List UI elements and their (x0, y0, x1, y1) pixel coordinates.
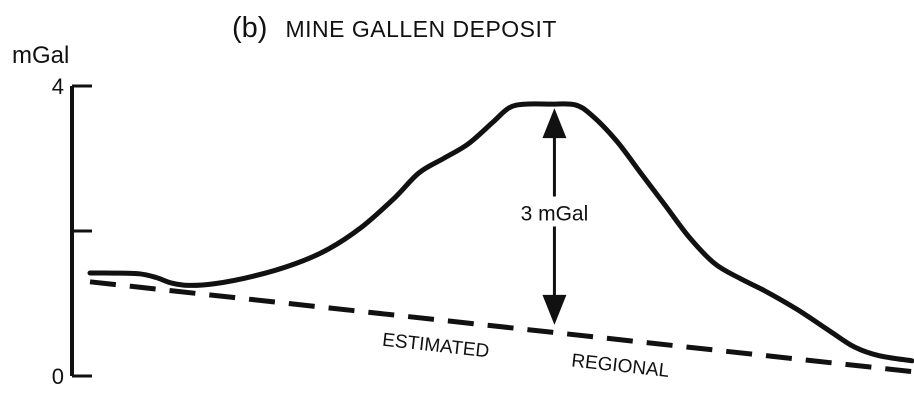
observed-anomaly-line (87, 101, 914, 364)
y-tick-label-0: 0 (52, 364, 64, 389)
y-tick-labels: 04 (52, 74, 64, 389)
regional-label-2: REGIONAL (570, 350, 670, 382)
y-axis (70, 84, 92, 378)
amplitude-label-bg (502, 196, 607, 227)
title-row: (b) MINE GALLEN DEPOSIT (232, 12, 557, 45)
arrow-head-down (542, 294, 567, 325)
y-axis-unit-label: mGal (12, 42, 70, 69)
regional-trend-line (89, 279, 913, 375)
amplitude-label: 3 mGal (521, 203, 589, 226)
y-tick-label-4: 4 (52, 74, 64, 99)
regional-label-1: ESTIMATED (381, 330, 490, 363)
arrow-head-up (542, 108, 567, 139)
series-group (87, 101, 914, 375)
panel-label: (b) (232, 12, 268, 44)
chart-title: MINE GALLEN DEPOSIT (285, 16, 557, 42)
